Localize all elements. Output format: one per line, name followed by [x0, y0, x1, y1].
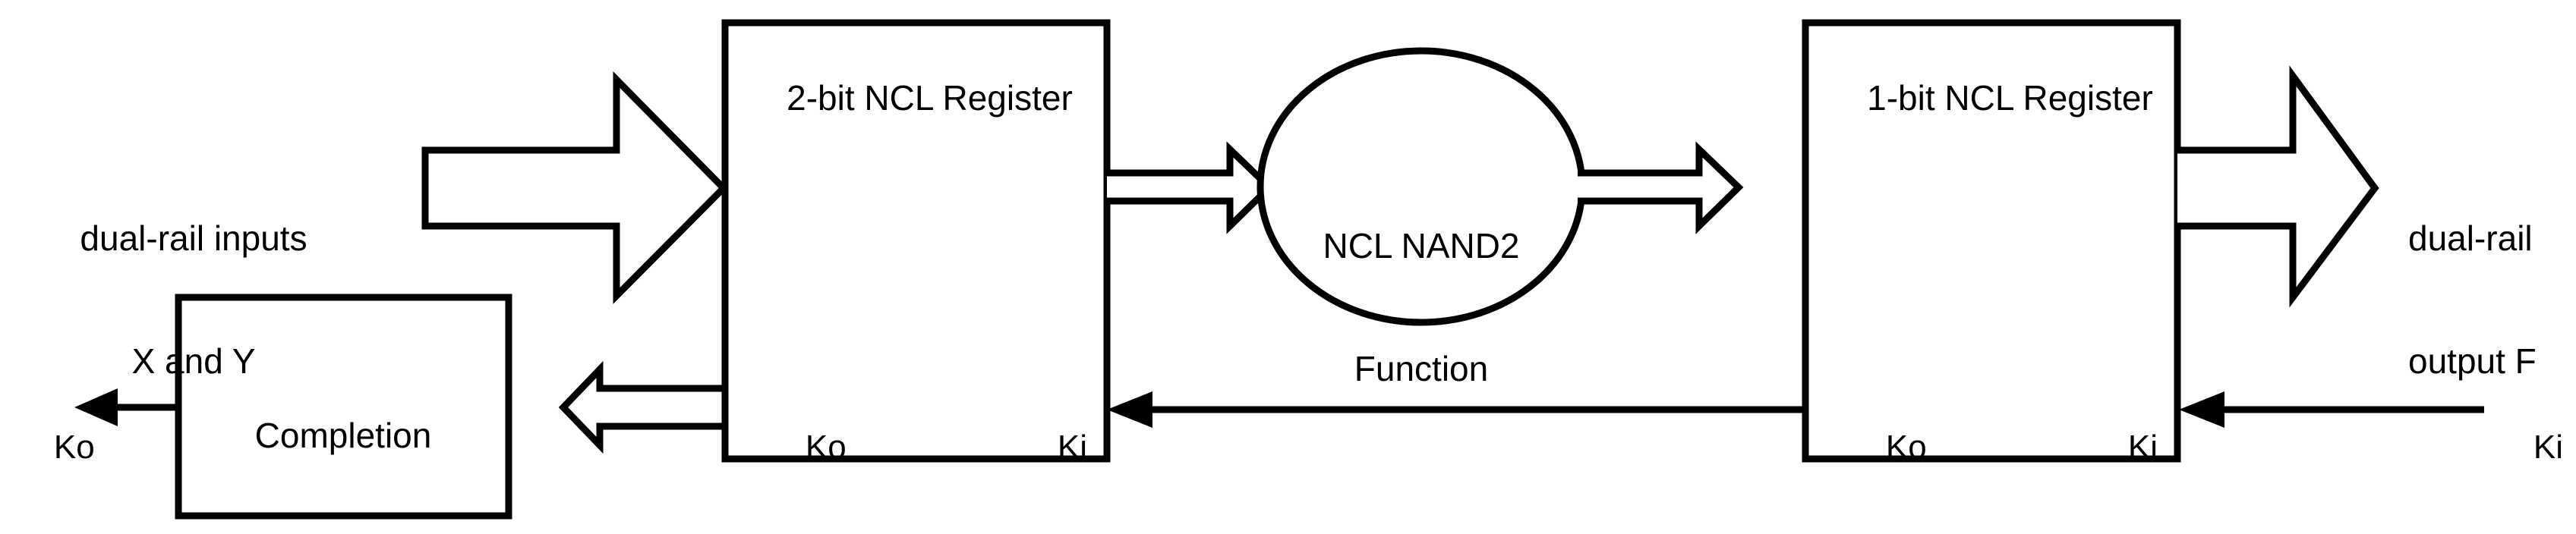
- ki-external-arrow: [2179, 391, 2484, 428]
- register-2bit-ki-port: Ki: [1057, 428, 1087, 466]
- dual-rail-output-line1: dual-rail: [2408, 218, 2533, 258]
- dual-rail-inputs-line2: X and Y: [131, 341, 256, 382]
- ko-output-label: Ko: [53, 428, 95, 466]
- completion-component-line1: Completion: [254, 415, 432, 455]
- completion-component-label: Completion Component: [184, 332, 503, 534]
- dual-rail-inputs-label: dual-rail inputs X and Y: [27, 135, 361, 464]
- dual-rail-output-arrow: [2177, 65, 2379, 308]
- completion-to-ko-arrow: [74, 388, 178, 426]
- register2ko-to-completion-arrow: [558, 360, 725, 454]
- ncl-nand2-line1: NCL NAND2: [1323, 225, 1520, 265]
- register1ko-to-register2ki-arrow: [1107, 391, 1805, 428]
- register-2bit-ko-port: Ko: [805, 428, 847, 466]
- register-1bit-title: 1-bit NCL Register: [1867, 78, 2153, 118]
- register-2bit-title: 2-bit NCL Register: [787, 78, 1073, 118]
- dual-rail-inputs-arrow: [421, 71, 729, 304]
- ncl-nand2-label: NCL NAND2 Function: [1262, 143, 1581, 472]
- ki-input-label: Ki: [2533, 428, 2564, 466]
- register-1bit-ko-port: Ko: [1885, 428, 1927, 466]
- dual-rail-output-label: dual-rail output F: [2408, 135, 2537, 464]
- dual-rail-output-line2: output F: [2408, 341, 2537, 382]
- register-1bit-ki-port: Ki: [2127, 428, 2158, 466]
- nand2-to-register1-arrow: [1578, 141, 1744, 234]
- dual-rail-inputs-line1: dual-rail inputs: [80, 218, 307, 258]
- ncl-nand2-line2: Function: [1354, 349, 1489, 389]
- register2-to-nand2-arrow: [1107, 141, 1275, 234]
- register-2bit-box[interactable]: [721, 19, 1111, 463]
- register-1bit-box[interactable]: [1802, 19, 2181, 463]
